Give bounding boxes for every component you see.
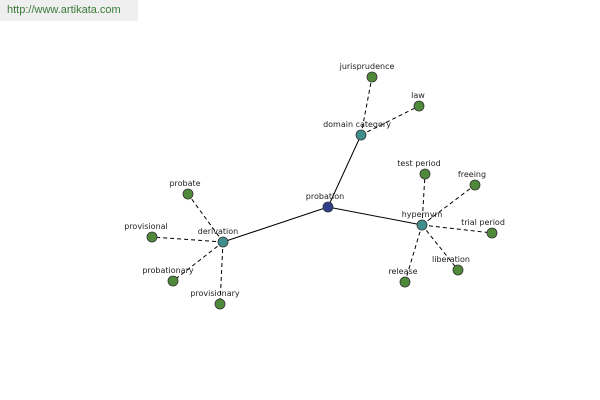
node-hypernym[interactable] <box>416 219 428 231</box>
node-provisional[interactable] <box>146 231 158 243</box>
node-label-derivation: derivation <box>198 227 238 236</box>
node-label-probation: probation <box>306 192 344 201</box>
node-label-liberation: liberation <box>432 255 470 264</box>
node-label-trial-period: trial period <box>461 218 505 227</box>
edge-hypernym-to-liberation <box>421 224 459 271</box>
watermark-url: http://www.artikata.com <box>0 0 138 21</box>
node-label-freeing: freeing <box>458 170 486 179</box>
node-probationary[interactable] <box>167 275 179 287</box>
node-jurisprudence[interactable] <box>366 71 378 83</box>
nodes-layer <box>146 71 498 310</box>
node-provisionary[interactable] <box>214 298 226 310</box>
edge-probation-to-domain-category <box>327 134 362 208</box>
edge-derivation-to-provisional <box>151 236 224 243</box>
edge-domain-category-to-jurisprudence <box>360 76 373 136</box>
node-test-period[interactable] <box>419 168 431 180</box>
node-probation[interactable] <box>322 201 334 213</box>
node-label-release: release <box>388 267 417 276</box>
node-derivation[interactable] <box>217 236 229 248</box>
node-domain-category[interactable] <box>355 129 367 141</box>
edge-hypernym-to-release <box>404 224 423 283</box>
labels-layer: probation domain category hypernym derivati… <box>124 62 505 298</box>
node-trial-period[interactable] <box>486 227 498 239</box>
node-liberation[interactable] <box>452 264 464 276</box>
node-release[interactable] <box>399 276 411 288</box>
edge-probation-to-derivation <box>222 206 329 243</box>
node-label-test-period: test period <box>397 159 440 168</box>
edge-derivation-to-provisionary <box>219 241 224 305</box>
node-label-provisional: provisional <box>124 222 168 231</box>
edges-layer <box>151 76 493 305</box>
edge-domain-category-to-law <box>360 105 420 136</box>
node-label-jurisprudence: jurisprudence <box>339 62 395 71</box>
node-label-probate: probate <box>169 179 200 188</box>
node-label-domain-category: domain category <box>323 120 391 129</box>
node-probate[interactable] <box>182 188 194 200</box>
edge-hypernym-to-trial-period <box>421 224 493 234</box>
edge-derivation-to-probationary <box>172 241 224 282</box>
node-law[interactable] <box>413 100 425 112</box>
node-label-hypernym: hypernym <box>402 210 443 219</box>
node-freeing[interactable] <box>469 179 481 191</box>
edge-derivation-to-probate <box>187 193 224 243</box>
edge-probation-to-hypernym <box>327 206 423 226</box>
edge-hypernym-to-test-period <box>421 173 426 226</box>
node-label-law: law <box>411 91 425 100</box>
node-label-provisionary: provisionary <box>190 289 240 298</box>
node-label-probationary: probationary <box>142 266 194 275</box>
